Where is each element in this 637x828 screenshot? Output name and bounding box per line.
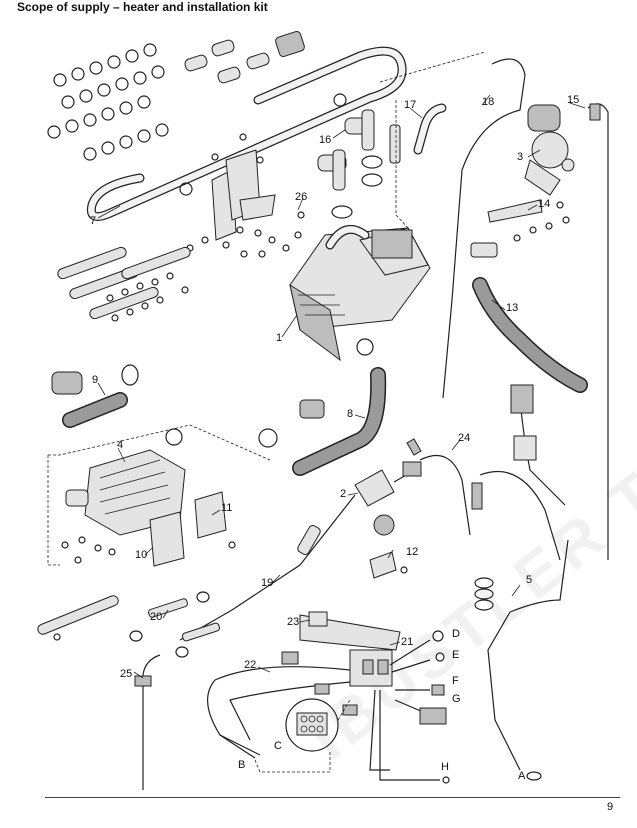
harness-5 [474, 384, 569, 781]
callout-G: G [452, 693, 461, 705]
intake-hose-9 [51, 364, 139, 428]
screws-26 [186, 133, 305, 258]
inset-leader [254, 750, 331, 773]
callout-10: 10 [135, 549, 147, 561]
callout-23: 23 [287, 616, 299, 628]
pipe-17 [389, 103, 447, 164]
cable-24 [419, 455, 561, 561]
wiring-loom-21 [207, 611, 450, 784]
callout-B: B [238, 759, 245, 771]
screws-straps [106, 272, 189, 322]
fuel-line-18 [379, 51, 526, 399]
fuse-inset [285, 698, 351, 752]
callout-18: 18 [482, 96, 494, 108]
fuel-standpipe-25 [134, 654, 161, 790]
pump-cable-15 [587, 103, 609, 560]
exhaust-pipe-13 [470, 242, 588, 393]
heater-1 [289, 224, 431, 362]
leader-lines [97, 94, 586, 679]
callout-3: 3 [517, 151, 523, 163]
callout-9: 9 [92, 374, 98, 386]
callout-26: 26 [295, 191, 307, 203]
callout-labels: 1 2 3 4 5 7 8 9 10 11 12 13 14 15 16 17 … [90, 94, 579, 782]
callout-2: 2 [340, 488, 346, 500]
callout-F: F [452, 675, 459, 687]
callout-4: 4 [117, 439, 123, 451]
callout-H: H [441, 761, 449, 773]
lead-b-c [219, 734, 256, 759]
silencer-4 [47, 424, 271, 566]
callout-11: 11 [221, 502, 232, 514]
elbow-pipe-16 [317, 109, 383, 219]
callout-20: 20 [150, 611, 162, 623]
page-number: 9 [607, 801, 614, 813]
callout-17: 17 [404, 99, 416, 111]
callout-7: 7 [90, 215, 96, 227]
coolant-hose-7 [86, 46, 407, 221]
callout-13: 13 [506, 302, 518, 314]
callout-16: 16 [319, 134, 331, 146]
callout-14: 14 [538, 198, 550, 210]
bracket-26 [211, 149, 276, 241]
holder-12 [369, 514, 408, 579]
callout-12: 12 [406, 546, 418, 558]
footer-rule [45, 797, 620, 798]
watermark: IBUSTLER TECHNIK [297, 288, 637, 773]
perforated-straps [37, 246, 191, 635]
water-pump-3 [524, 104, 575, 196]
callout-15: 15 [567, 94, 579, 106]
fuel-line-19-20 [129, 591, 233, 658]
hose-clamps-set [47, 43, 169, 161]
callout-D: D [452, 628, 460, 640]
callout-19: 19 [261, 577, 273, 589]
callout-24: 24 [458, 432, 470, 444]
callout-21: 21 [401, 636, 413, 648]
dosing-pump-2 [231, 438, 422, 611]
exhaust-hose-8 [258, 367, 387, 476]
callout-A: A [518, 770, 526, 782]
callout-1: 1 [276, 332, 282, 344]
callout-E: E [452, 649, 459, 661]
callout-C: C [274, 740, 282, 752]
brackets-10-11 [53, 491, 236, 641]
bracket-14 [487, 199, 570, 242]
callout-8: 8 [347, 408, 353, 420]
pipe-connectors [184, 31, 305, 84]
callout-25: 25 [120, 668, 132, 680]
callout-5: 5 [526, 574, 532, 586]
page-title: Scope of supply – heater and installatio… [17, 0, 268, 14]
callout-22: 22 [244, 659, 256, 671]
